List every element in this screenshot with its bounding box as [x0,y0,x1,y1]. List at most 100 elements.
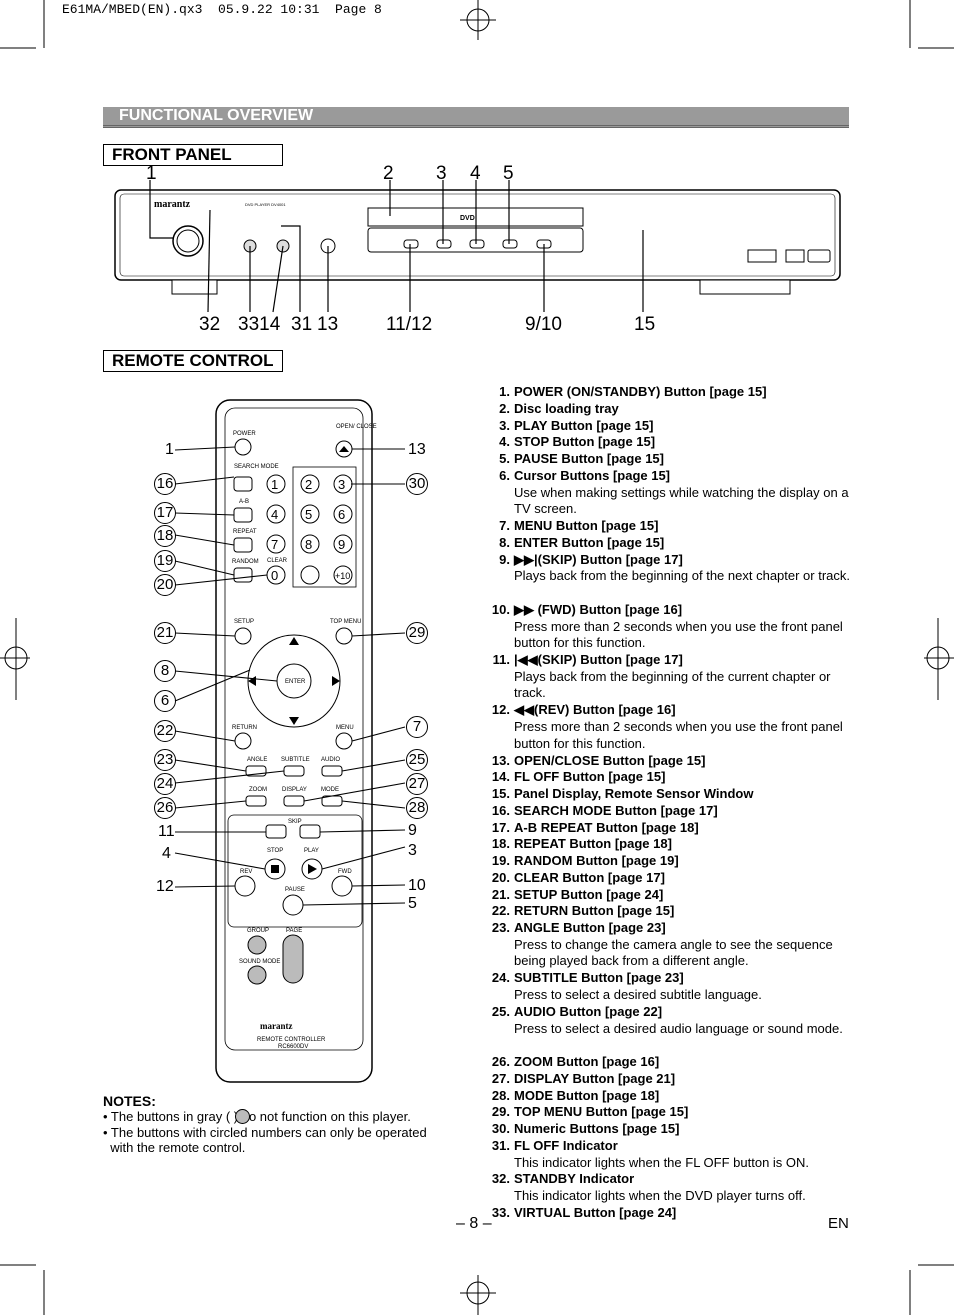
item-title: DISPLAY Button [page 21] [514,1070,676,1086]
remote-callout-30: 30 [406,473,428,495]
callout-fp-32: 32 [199,314,221,335]
remote-callout-8: 8 [154,660,176,682]
remote-control-label: REMOTE CONTROL [103,350,283,372]
item-title: Disc loading tray [514,400,619,416]
remote-callout-22: 22 [154,720,176,742]
remote-callout-1: 1 [165,441,174,458]
key-play: PLAY [304,848,319,854]
key-fwd: FWD [338,869,352,875]
notes-line-2: • The buttons with circled numbers can o… [103,1124,427,1140]
notes-block: NOTES: • The buttons in gray ( ) do not … [103,1093,473,1156]
item-number: 5. [499,451,510,466]
item-number: 12. [491,702,510,718]
item-number: 6. [499,467,510,483]
front-panel-label: FRONT PANEL [103,144,283,166]
callout-fp-3314: 3314 [238,314,281,335]
key-display: DISPLAY [282,787,307,793]
callout-fp-15: 15 [634,314,656,335]
item-number: 8. [499,534,510,550]
item-number: 21. [491,886,510,902]
item-description: Press to select a desired subtitle langu… [514,987,762,1002]
notes-line-3: with the remote control. [103,1140,246,1155]
item-title: PLAY Button [page 15] [514,417,654,433]
item-description: This indicator lights when the DVD playe… [514,1188,806,1203]
remote-callout-20: 20 [154,574,176,596]
key-ab: A-B [239,499,249,505]
item-number: 32. [491,1171,510,1187]
remote-callout-29: 29 [406,622,428,644]
item-number: 26. [491,1054,510,1069]
remote-callout-17: 17 [154,502,176,524]
item-number: 4. [499,434,510,450]
item-description: Press to change the camera angle to see … [514,936,833,969]
item-title: ZOOM Button [page 16] [514,1054,660,1069]
item-title: SETUP Button [page 24] [514,886,664,902]
item-number: 7. [499,518,510,533]
item-number: 28. [491,1087,510,1103]
item-title: ▶▶|(SKIP) Button [page 17] [514,551,683,567]
item-number: 17. [491,819,510,835]
remote-callout-16: 16 [154,473,176,495]
num-key-5: 5 [305,507,312,522]
notes-title: NOTES: [103,1093,156,1109]
item-description: Press more than 2 seconds when you use t… [514,618,843,651]
remote-callout-21: 21 [154,622,176,644]
remote-callout-12: 12 [156,878,174,895]
remote-callout-24: 24 [154,773,176,795]
key-sound-mode: SOUND MODE [239,959,280,965]
key-zoom: ZOOM [249,787,267,793]
key-enter: ENTER [285,679,306,685]
remote-callout-13: 13 [408,441,426,458]
remote-callout-5: 5 [408,895,417,912]
callout-fp-1: 1 [146,163,157,184]
item-number: 13. [491,752,510,768]
item-number: 9. [499,551,510,567]
panel-model: DVD PLAYER DV4001 [245,202,286,207]
item-number: 14. [491,769,510,785]
remote-callout-25: 25 [406,749,428,771]
num-key-2: 2 [305,477,312,492]
item-title: A-B REPEAT Button [page 18] [514,819,699,835]
key-top-menu: TOP MENU [330,619,361,625]
remote-callout-18: 18 [154,525,176,547]
item-title: ANGLE Button [page 23] [514,920,666,935]
remote-callout-3: 3 [408,842,417,859]
item-number: 23. [491,920,510,935]
callout-fp-5: 5 [503,163,514,184]
remote-brand: marantz [260,1021,293,1031]
page-number: – 8 – [456,1215,492,1232]
key-clear: CLEAR [267,558,288,564]
item-number: 11. [492,652,510,667]
item-number: 2. [499,400,510,416]
key-open-close: OPEN/ CLOSE [336,424,377,430]
item-title: AUDIO Button [page 22] [514,1003,663,1019]
item-number: 27. [491,1070,510,1086]
remote-callout-19: 19 [154,550,176,572]
panel-brand: marantz [154,199,191,210]
key-setup: SETUP [234,619,254,625]
item-number: 25. [491,1003,510,1019]
num-key-7: 7 [271,537,278,552]
item-title: |◀◀(SKIP) Button [page 17] [514,652,683,667]
callout-fp-4: 4 [470,163,481,184]
key-rev: REV [240,869,252,875]
key-power: POWER [233,431,256,437]
item-title: POWER (ON/STANDBY) Button [page 15] [514,384,767,399]
num-key-8: 8 [305,537,312,552]
key-search-mode: SEARCH MODE [234,464,279,470]
num-key-4: 4 [271,507,278,522]
key-menu: MENU [336,725,354,731]
item-title: OPEN/CLOSE Button [page 15] [514,752,706,768]
remote-callout-4: 4 [162,845,171,862]
item-title: PAUSE Button [page 15] [514,451,664,466]
callout-fp-13: 13 [317,314,339,335]
item-number: 15. [491,786,510,801]
key-return: RETURN [232,725,257,731]
item-title: RANDOM Button [page 19] [514,853,679,868]
item-description: Plays back from the beginning of the nex… [514,568,851,584]
item-number: 24. [491,970,510,986]
item-title: MENU Button [page 15] [514,518,659,533]
key-repeat: REPEAT [233,529,257,535]
key-angle: ANGLE [247,757,267,763]
